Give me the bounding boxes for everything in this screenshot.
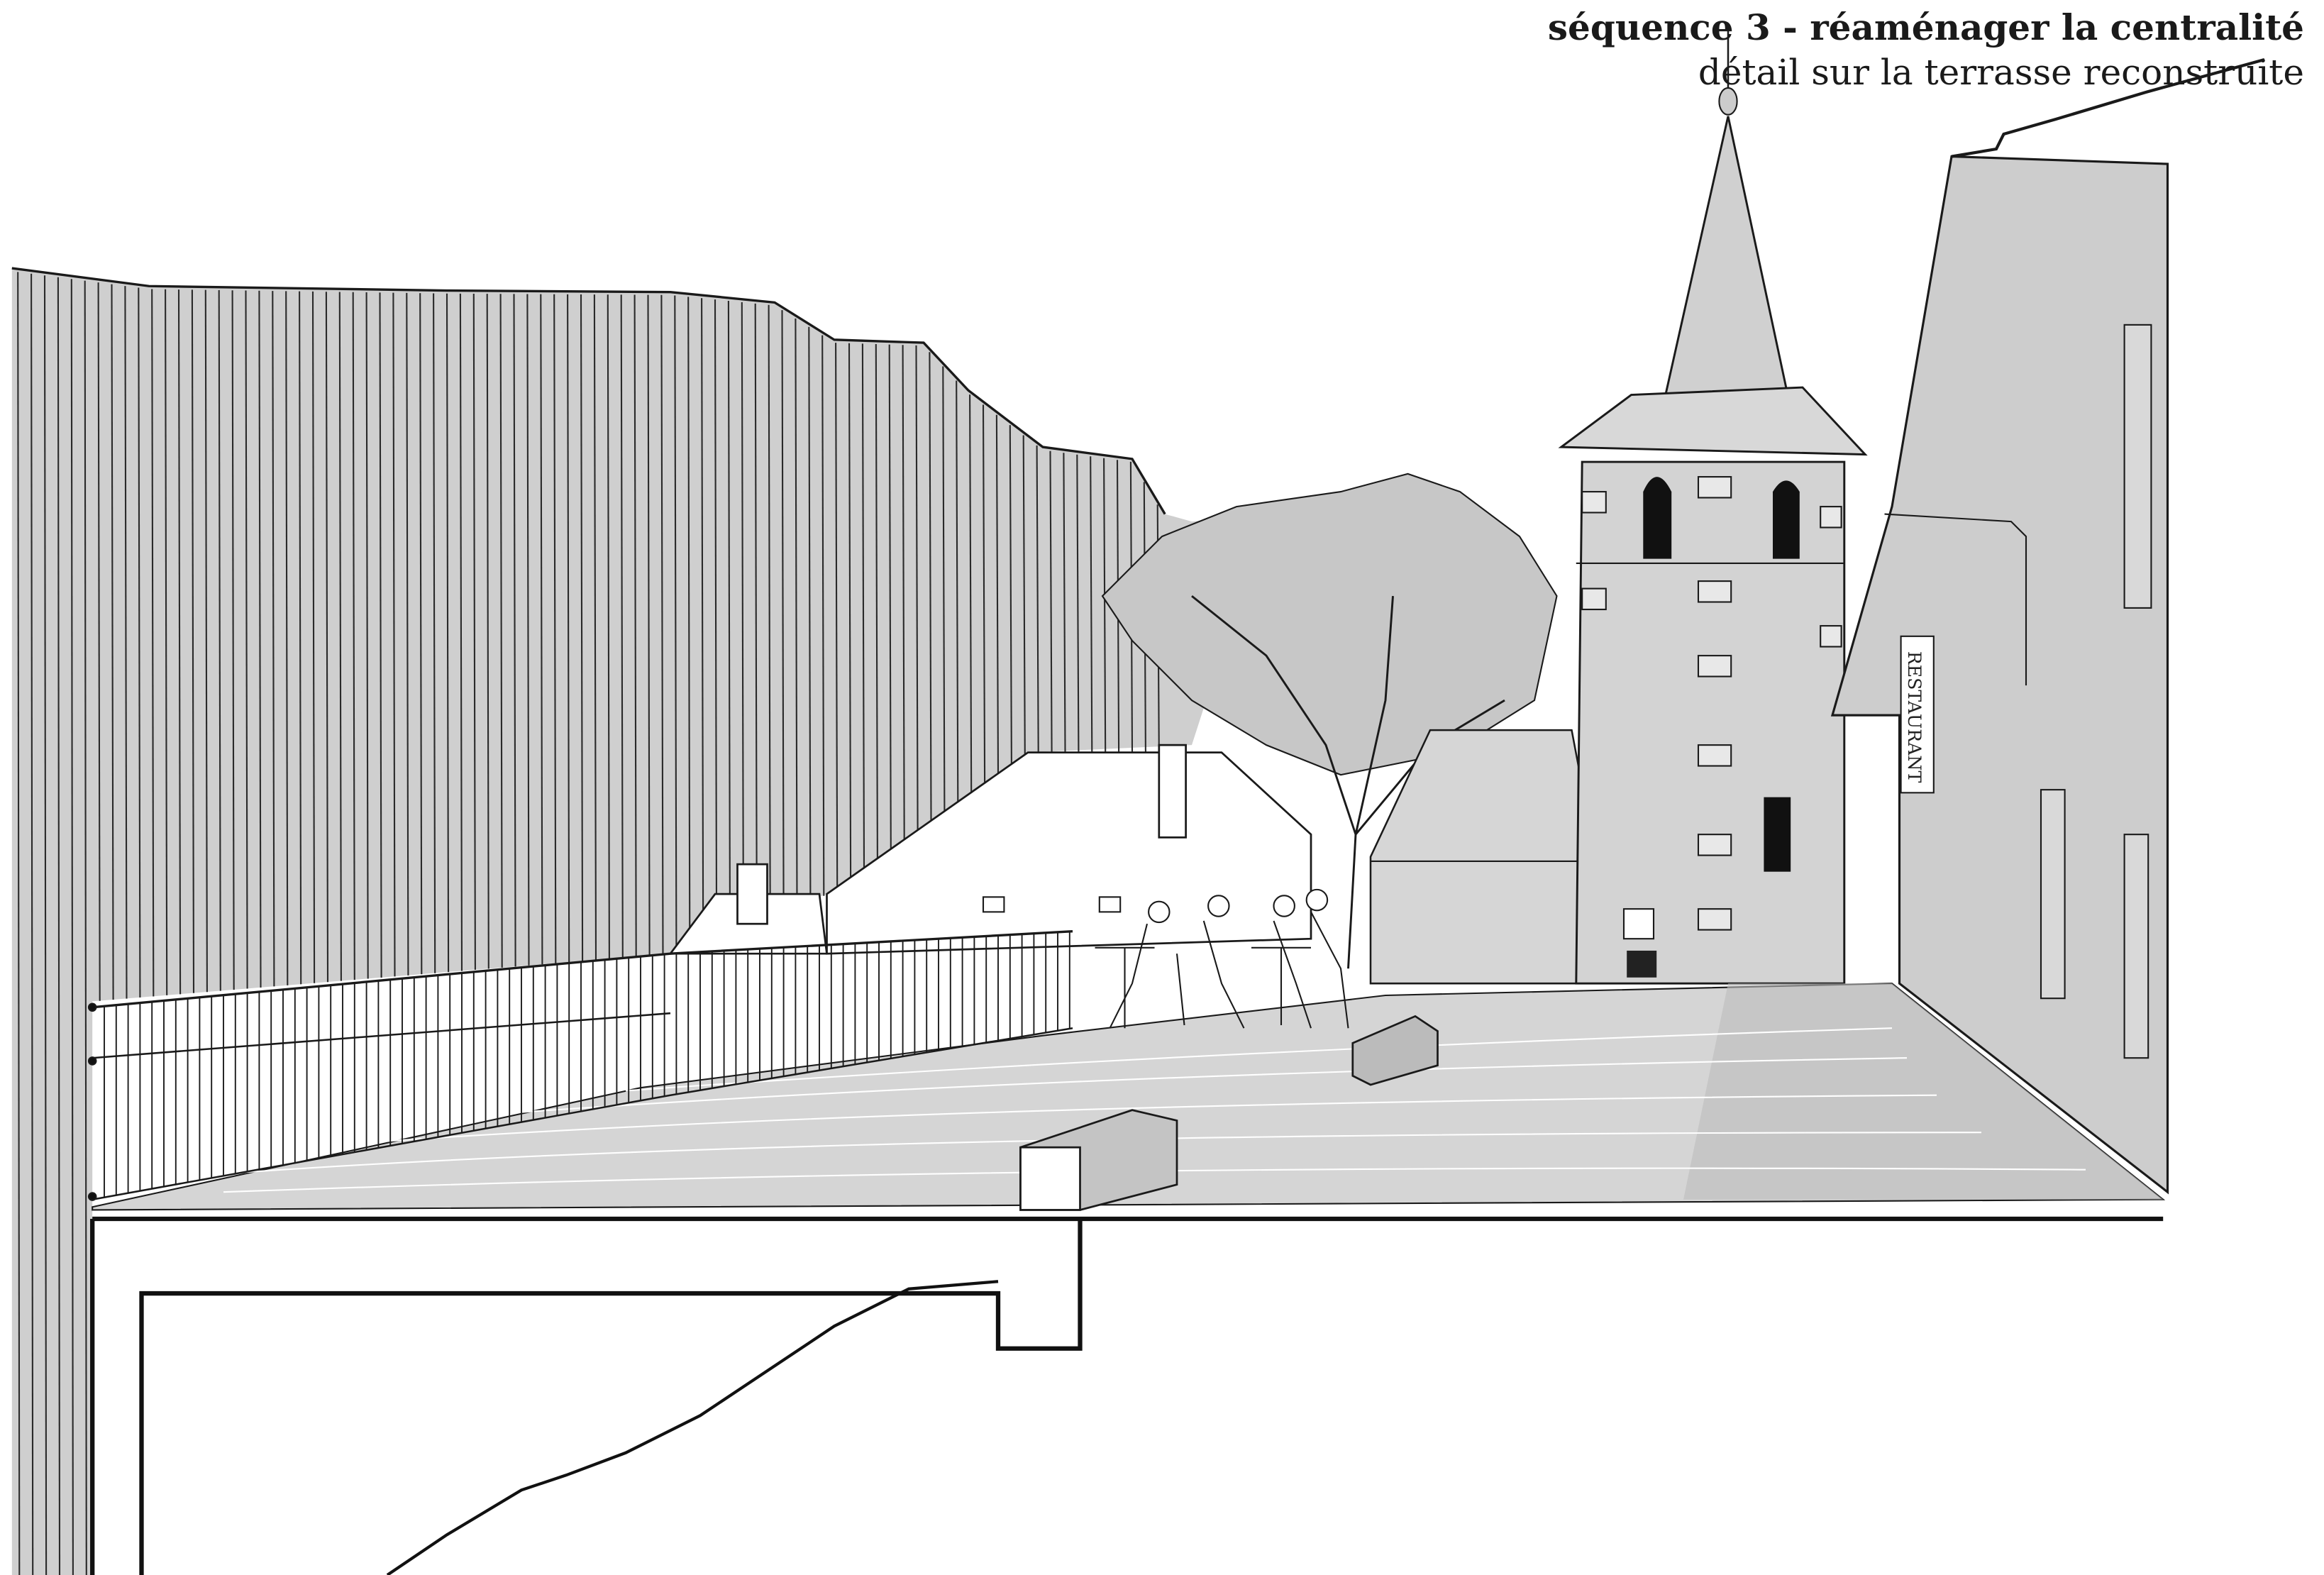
hatch-line (406, 292, 409, 976)
hatch-line (995, 414, 1000, 775)
hatch-line (902, 345, 905, 841)
hatch-line (43, 275, 48, 1575)
hatch-line (499, 294, 503, 968)
village-houses (668, 744, 1312, 955)
hatch-line (1036, 445, 1039, 753)
hatch-line (580, 294, 584, 961)
hatch-line (808, 326, 812, 901)
hatch-line (486, 294, 489, 969)
hatch-line (446, 293, 450, 973)
hatch-line (151, 289, 155, 997)
hatch-line (1090, 456, 1093, 753)
hatch-line (915, 345, 919, 831)
hatch-line (741, 302, 744, 927)
hatch-line (526, 294, 530, 966)
hatch-line (835, 343, 839, 888)
hatch-line (392, 292, 396, 977)
restaurant-sign-text: RESTAURANT (1904, 651, 1925, 783)
hatch-line (714, 299, 718, 937)
hatch-line (701, 298, 704, 942)
hatch-line (272, 291, 275, 987)
hatch-line (674, 295, 677, 952)
hatch-line (299, 291, 302, 985)
hatch-line (191, 289, 195, 993)
hatch-line (754, 303, 758, 922)
hatch-line (781, 310, 785, 912)
hatch-line (379, 292, 382, 978)
railing (87, 929, 1073, 1201)
hatch-line (929, 352, 932, 822)
hatch-line (245, 290, 248, 989)
hatch-line (593, 294, 597, 961)
hatch-line (1009, 425, 1012, 766)
hatch-line (285, 291, 289, 985)
caption-title: séquence 3 - réaménager la centralité (1547, 6, 2304, 48)
hatch-line (553, 294, 557, 963)
hatch-line (472, 294, 476, 971)
hatch-line (70, 279, 74, 1575)
hatch-line (204, 289, 208, 993)
hatch-line (433, 293, 436, 973)
hatch-line (338, 292, 342, 981)
hatch-line (352, 292, 355, 980)
hatch-line (567, 294, 570, 963)
hatch-line (607, 294, 610, 959)
hatch-line (795, 318, 798, 907)
right-building: RESTAURANT (1830, 57, 2265, 1195)
hatch-line (459, 293, 463, 971)
hatch-line (942, 366, 946, 813)
hatch-line (1063, 453, 1066, 753)
hatch-line (1103, 458, 1107, 753)
hatch-line (1022, 435, 1026, 757)
hatch-line (325, 292, 329, 983)
hatch-line (875, 344, 878, 860)
hatch-line (258, 290, 262, 988)
hatch-line (647, 294, 651, 956)
hatch-line (84, 280, 87, 1575)
hatch-line (513, 294, 516, 967)
hatch-line (982, 404, 986, 785)
hatch-line (111, 284, 114, 1000)
caption-subtitle: détail sur la terrasse reconstruite (1698, 51, 2304, 93)
hatch-line (727, 301, 731, 932)
church-tower (1558, 30, 1868, 985)
hatch-line (97, 282, 101, 1001)
tree (1101, 472, 1558, 969)
hatch-line (57, 277, 61, 1575)
hatch-line (1049, 451, 1053, 753)
hatch-line (956, 380, 959, 804)
hatch-line (419, 293, 423, 975)
hatch-line (969, 394, 973, 795)
hatch-line (821, 335, 825, 896)
hatch-line (165, 289, 168, 995)
section-cut (90, 1216, 2164, 1575)
hatch-line (218, 289, 221, 991)
cliff-mass (11, 267, 1266, 1575)
hatch-line (660, 294, 664, 955)
hatch-line (620, 294, 624, 958)
hatch-line (138, 287, 141, 998)
hatch-line (311, 291, 316, 983)
hatch-line (888, 344, 892, 851)
hatch-line (633, 294, 637, 957)
hatch-line (31, 273, 34, 1575)
hatch-line (687, 297, 691, 947)
bench-blocks (1019, 1015, 1439, 1211)
hatch-line (177, 289, 182, 995)
caption: séquence 3 - réaménager la centralité dé… (1548, 6, 2304, 94)
hatch-line (768, 304, 771, 917)
hatch-line (1076, 454, 1080, 753)
chapel (1369, 729, 1598, 985)
hatch-line (861, 343, 865, 869)
hatch-line (365, 292, 369, 979)
hatch-line (124, 286, 128, 999)
restaurant-sign: RESTAURANT (1900, 635, 1935, 794)
hatch-line (540, 294, 543, 965)
hatch-line (231, 290, 235, 990)
hatch-line (17, 272, 21, 1575)
cafe-terrace-people (982, 888, 1349, 1029)
hatch-line (848, 343, 852, 879)
